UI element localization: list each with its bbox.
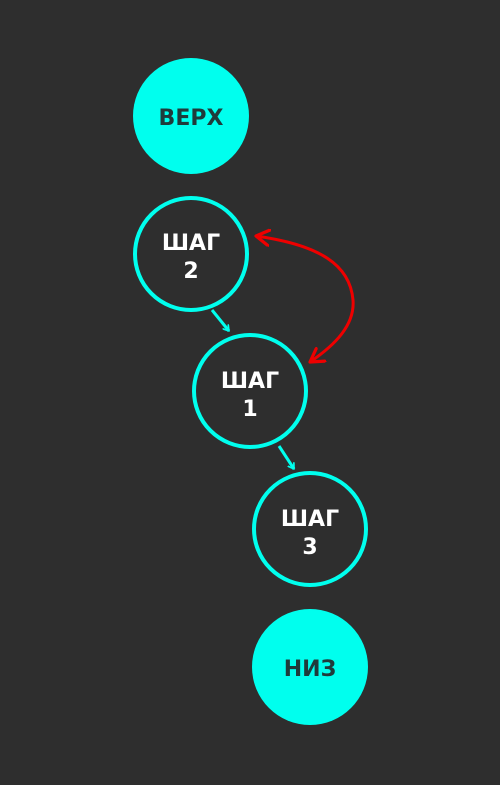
node-step-3-circle [252,471,368,587]
node-top: ВЕРХ [133,58,249,174]
swap-arrow [256,236,355,362]
node-step-1-circle [192,333,308,449]
node-top-circle [133,58,249,174]
node-top-label: ВЕРХ [159,106,224,131]
node-step-2: ШАГ 2 [133,196,249,312]
edge-step1-to-step3 [277,445,296,469]
node-step-3-line2: 3 [302,535,317,560]
node-step-1: ШАГ 1 [192,333,308,449]
node-bottom: НИЗ [252,609,368,725]
node-step-2-line1: ШАГ [162,231,220,256]
node-step-1-line1: ШАГ [221,369,279,394]
node-step-2-line2: 2 [183,259,198,284]
node-step-2-circle [133,196,249,312]
node-bottom-label: НИЗ [284,657,336,682]
node-step-1-line2: 1 [242,397,257,422]
edge-step2-to-step1 [210,309,231,332]
node-step-3-line1: ШАГ [281,507,339,532]
node-bottom-circle [252,609,368,725]
node-step-3: ШАГ 3 [252,471,368,587]
